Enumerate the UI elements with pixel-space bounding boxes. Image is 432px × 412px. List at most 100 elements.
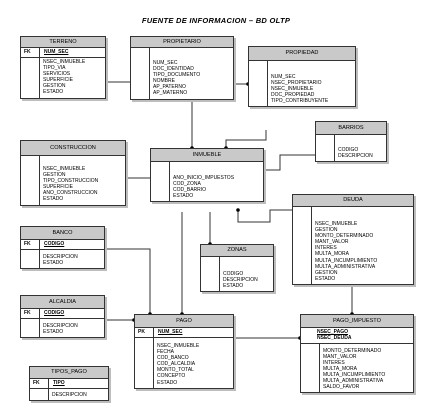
- entity-header: PROPIEDAD: [249, 47, 355, 61]
- field: TIPO_CONSTRUCCION: [43, 178, 99, 185]
- field: CONCEPTO: [157, 373, 186, 380]
- field: CODIGO: [338, 147, 359, 153]
- field: COD_BARRIO: [173, 187, 207, 194]
- field: ESTADO: [43, 260, 64, 267]
- field-list: NUM_SEC NSEC_PROPIETARIO NSEC_INMUEBLE D…: [249, 61, 355, 107]
- primary-key-block: NSEC_PAGO NSEC_DEUDA: [301, 328, 413, 344]
- field: CODIGO: [223, 271, 244, 277]
- field-list: ANO_INICIO_IMPUESTOS COD_ZONA COD_BARRIO…: [151, 162, 263, 202]
- field: MULTA_MORA: [315, 251, 349, 258]
- field: MULTA_MORA: [323, 365, 357, 372]
- entity-header: INMUEBLE: [151, 149, 263, 162]
- field: COD_ALCALDIA: [157, 361, 196, 368]
- entity-header: TERRENO: [21, 37, 105, 48]
- entity-terreno[interactable]: TERRENO FK NUM_SEC NSEC_INMUEBLE TIPO_VI…: [20, 36, 106, 99]
- field: DESCRIPCION: [338, 153, 373, 160]
- key-field: NUM_SEC: [153, 328, 233, 337]
- field: SUPERFICIE: [43, 77, 74, 84]
- field: GESTION: [315, 227, 338, 234]
- entity-propietario[interactable]: PROPIETARIO NUM_SEC DOC_IDENTIDAD TIPO_D…: [130, 36, 234, 100]
- key-field: CODIGO: [39, 309, 104, 318]
- link-propiedad-inmueble: [225, 130, 267, 148]
- key-field: NSEC_PAGO: [317, 329, 349, 335]
- field: ESTADO: [43, 196, 64, 203]
- entity-barrios[interactable]: BARRIOS CODIGO DESCRIPCION: [315, 121, 387, 163]
- entity-header: ZONAS: [201, 245, 273, 257]
- field-list: NSEC_INMUEBLE FECHA COD_BANCO COD_ALCALD…: [135, 338, 233, 388]
- field: SERVICIOS: [43, 71, 71, 78]
- diagram-title: FUENTE DE INFORMACION – BD OLTP: [141, 16, 291, 25]
- field: COD_ZONA: [173, 181, 201, 188]
- field: MONTO_DETERMINADO: [315, 233, 374, 240]
- primary-key-row: FK CODIGO: [21, 309, 104, 319]
- field: NSEC_INMUEBLE: [43, 166, 86, 172]
- field-list: DESCRIPCION: [30, 389, 108, 401]
- field: NOMBRE: [153, 78, 175, 85]
- field: ANO_INICIO_IMPUESTOS: [173, 175, 235, 181]
- field: GESTION: [43, 172, 66, 179]
- field: INTERES: [323, 359, 345, 366]
- field: NUM_SEC: [153, 60, 178, 66]
- entity-pago[interactable]: PAGO PK NUM_SEC NSEC_INMUEBLE FECHA COD_…: [134, 314, 234, 389]
- field: FECHA: [157, 349, 174, 356]
- entity-alcaldia[interactable]: ALCALDIA FK CODIGO DESCRIPCION ESTADO: [20, 295, 105, 339]
- key-type-label: FK: [33, 380, 40, 386]
- entity-tipos-pago[interactable]: TIPOS_PAGO FK TIPO DESCRIPCION: [29, 366, 109, 402]
- key-type-label: FK: [24, 310, 31, 316]
- field-list: DESCRIPCION ESTADO: [21, 250, 104, 269]
- entity-propiedad[interactable]: PROPIEDAD NUM_SEC NSEC_PROPIETARIO NSEC_…: [248, 46, 356, 108]
- field: ESTADO: [223, 283, 244, 290]
- primary-key-row: FK TIPO: [30, 379, 108, 389]
- entity-header: CONSTRUCCION: [21, 141, 125, 156]
- field: DESCRIPCION: [52, 392, 87, 398]
- field-list: NSEC_INMUEBLE GESTION TIPO_CONSTRUCCION …: [21, 156, 125, 205]
- field: DOC_IDENTIDAD: [153, 66, 194, 73]
- link-inmueble-deuda: [237, 209, 292, 223]
- entity-header: PAGO: [135, 315, 233, 328]
- primary-key-row: FK NUM_SEC: [21, 48, 105, 58]
- entity-header: DEUDA: [293, 195, 413, 207]
- field-list: CODIGO DESCRIPCION: [316, 135, 386, 162]
- field: NSEC_INMUEBLE: [43, 59, 86, 65]
- entity-header: TIPOS_PAGO: [30, 367, 108, 379]
- field: DESCRIPCION: [43, 323, 78, 329]
- field: ESTADO: [315, 275, 336, 282]
- key-type-label: PK: [138, 329, 145, 335]
- field-list: MONTO_DETERMINADO MANT_VALOR INTERES MUL…: [301, 343, 413, 393]
- field: DESCRIPCION: [223, 277, 258, 284]
- field: NSEC_INMUEBLE: [271, 86, 314, 93]
- field: DOC_PROPIEDAD: [271, 92, 315, 99]
- field: AP_MATERNO: [153, 90, 188, 97]
- field: TIPO_VIA: [43, 65, 66, 72]
- entity-header: BARRIOS: [316, 122, 386, 135]
- field: TIPO_DOCUMENTO: [153, 72, 201, 79]
- field: DESCRIPCION: [43, 254, 78, 260]
- primary-key-row: FK CODIGO: [21, 240, 104, 250]
- field: GESTION: [315, 269, 338, 276]
- entity-deuda[interactable]: DEUDA NSEC_INMUEBLE GESTION MONTO_DETERM…: [292, 194, 414, 285]
- key-type-label: FK: [24, 49, 31, 55]
- field: ESTADO: [43, 89, 64, 96]
- field: SUPERFICIE: [43, 184, 74, 191]
- key-field: TIPO: [48, 379, 108, 388]
- field: NSEC_INMUEBLE: [157, 343, 200, 349]
- key-field: NUM_SEC: [39, 48, 105, 57]
- field: MULTA_ADMINISTRATIVA: [315, 263, 376, 270]
- field: MULTA_INCUMPLIMIENTO: [315, 257, 378, 264]
- entity-header: BANCO: [21, 227, 104, 240]
- field: ESTADO: [43, 329, 64, 336]
- entity-banco[interactable]: BANCO FK CODIGO DESCRIPCION ESTADO: [20, 226, 105, 270]
- field: SALDO_FAVOR: [323, 384, 360, 391]
- entity-construccion[interactable]: CONSTRUCCION NSEC_INMUEBLE GESTION TIPO_…: [20, 140, 126, 206]
- field-list: NSEC_INMUEBLE GESTION MONTO_DETERMINADO …: [293, 207, 413, 284]
- field: MONTO_DETERMINADO: [323, 347, 382, 354]
- key-type-label: FK: [24, 241, 31, 247]
- entity-header: ALCALDIA: [21, 296, 104, 309]
- entity-zonas[interactable]: ZONAS CODIGO DESCRIPCION ESTADO: [200, 244, 274, 293]
- key-field: CODIGO: [39, 240, 104, 249]
- field: MANT_VALOR: [315, 239, 349, 246]
- entity-inmueble[interactable]: INMUEBLE ANO_INICIO_IMPUESTOS COD_ZONA C…: [150, 148, 264, 203]
- entity-pago-impuesto[interactable]: PAGO_IMPUESTO NSEC_PAGO NSEC_DEUDA MONTO…: [300, 314, 414, 394]
- field: INTERES: [315, 245, 337, 252]
- field: NUM_SEC: [271, 74, 296, 80]
